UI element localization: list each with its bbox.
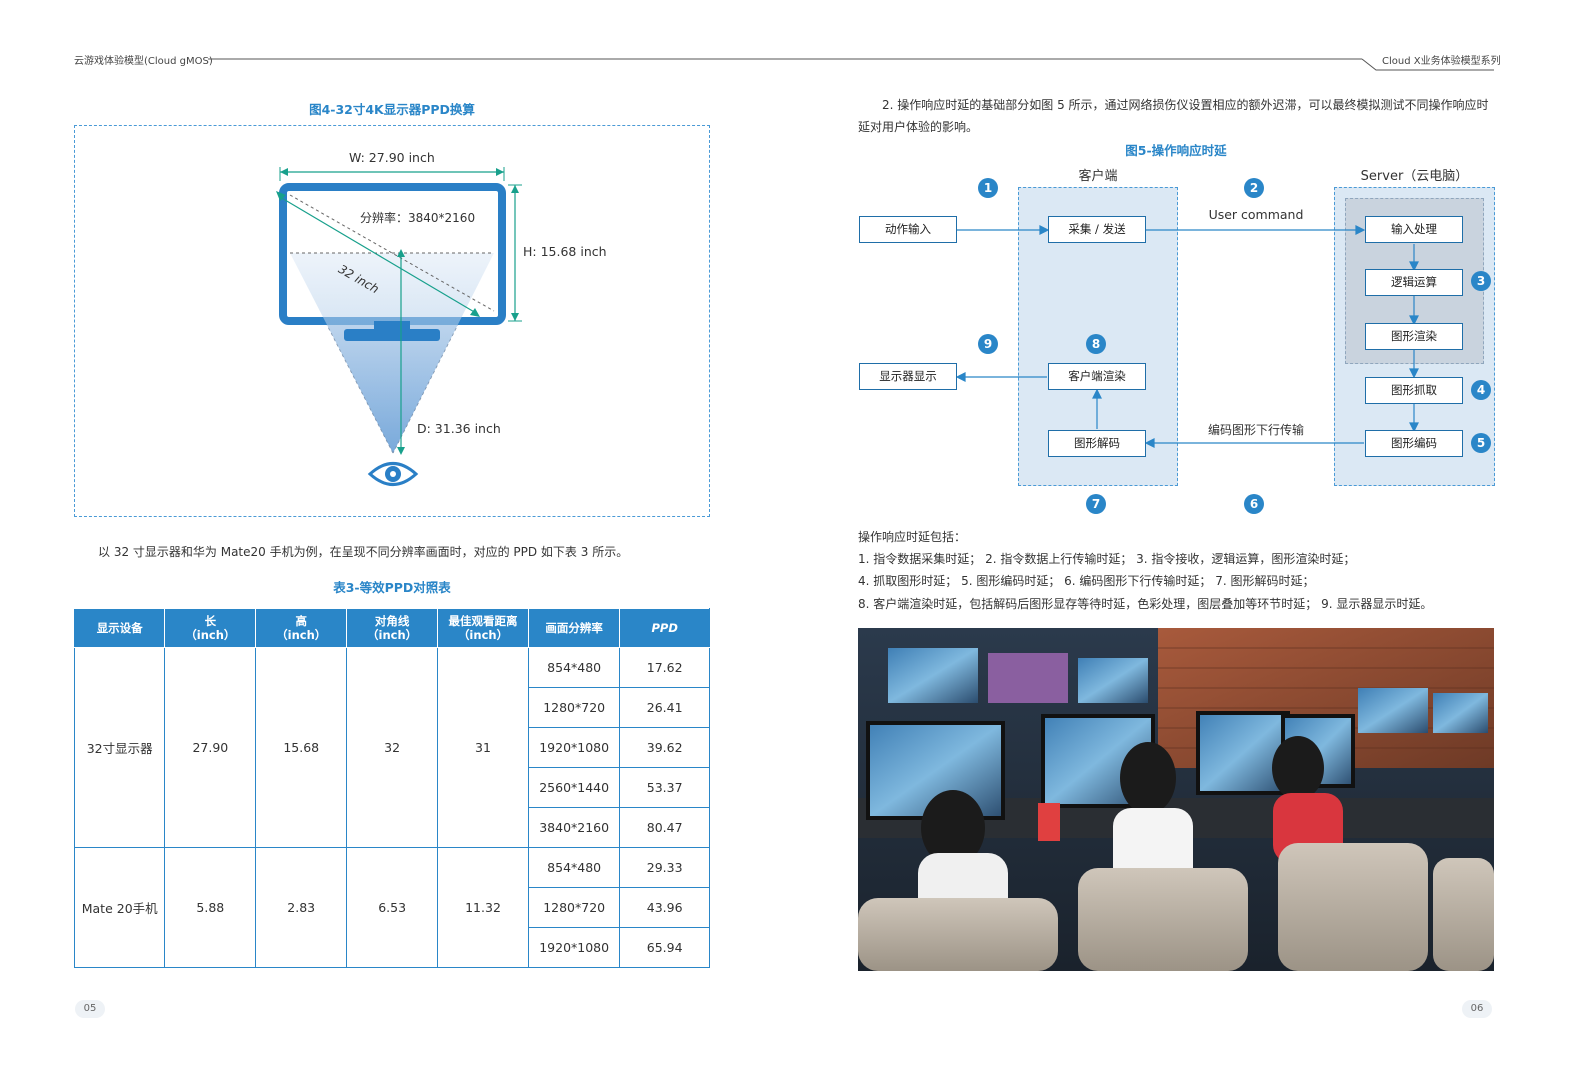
table-row: 1920*1080 65.94 <box>75 927 710 968</box>
header-rule <box>208 58 1494 71</box>
cell-ppd: 65.94 <box>619 927 710 968</box>
client-render-box: 客户端渲染 <box>1048 363 1146 390</box>
step-badge-5: 5 <box>1471 433 1491 453</box>
graphic-decode-box: 图形解码 <box>1048 430 1146 457</box>
height-label: H: 15.68 inch <box>523 244 607 259</box>
gaming-cafe-photo <box>858 628 1494 971</box>
width-label: W: 27.90 inch <box>349 150 435 165</box>
step-badge-8: 8 <box>1086 334 1106 354</box>
latency-line-2: 4. 抓取图形时延； 5. 图形编码时延； 6. 编码图形下行传输时延； 7. … <box>858 574 1315 588</box>
step-badge-3: 3 <box>1471 271 1491 291</box>
step-badge-1: 1 <box>978 178 998 198</box>
diagram-arrows <box>955 225 1419 448</box>
header-distance: 最佳观看距离（inch） <box>437 608 529 648</box>
right-header-title: Cloud X业务体验模型系列 <box>1382 56 1501 67</box>
action-input-box: 动作输入 <box>859 216 957 243</box>
header-length: 长（inch） <box>164 608 257 648</box>
downlink-label: 编码图形下行传输 <box>1207 423 1304 437</box>
collect-send-box: 采集 / 发送 <box>1048 216 1146 243</box>
cell-resolution: 1280*720 <box>527 887 621 928</box>
table-header-row: 显示设备 长（inch） 高（inch） 对角线（inch） 最佳观看距离（in… <box>73 608 710 648</box>
table3-caption: 表3-等效PPD对照表 <box>333 580 451 595</box>
cell-ppd: 26.41 <box>619 687 710 728</box>
graphic-capture-box: 图形抓取 <box>1365 377 1463 404</box>
cell-height: 15.68 <box>255 647 348 848</box>
cell-diagonal: 32 <box>346 647 439 848</box>
header-diagonal: 对角线（inch） <box>346 608 439 648</box>
left-header-title: 云游戏体验模型(Cloud gMOS) <box>74 56 213 67</box>
table-row: Mate 20手机 5.88 2.83 6.53 11.32 854*480 2… <box>73 847 710 968</box>
table-row: 3840*2160 80.47 <box>75 807 710 848</box>
table-row: 1280*720 43.96 <box>75 887 710 928</box>
cell-distance: 31 <box>437 647 529 848</box>
cell-resolution: 1920*1080 <box>527 727 621 768</box>
header-resolution: 画面分辨率 <box>527 608 621 648</box>
figure4-frame <box>74 125 710 517</box>
table-intro-text: 以 32 寸显示器和华为 Mate20 手机为例，在呈现不同分辨率画面时，对应的… <box>98 545 629 559</box>
resolution-label: 分辨率：3840*2160 <box>360 211 476 225</box>
cell-distance: 11.32 <box>437 847 529 968</box>
cell-resolution: 3840*2160 <box>527 807 621 848</box>
cell-height: 2.83 <box>255 847 348 968</box>
input-process-box: 输入处理 <box>1365 216 1463 243</box>
user-command-label: User command <box>1208 207 1304 222</box>
display-show-box: 显示器显示 <box>859 363 957 390</box>
cell-ppd: 17.62 <box>619 647 710 688</box>
cell-resolution: 854*480 <box>527 647 621 688</box>
cell-ppd: 53.37 <box>619 767 710 808</box>
server-title: Server（云电脑） <box>1360 169 1469 184</box>
cell-diagonal: 6.53 <box>346 847 439 968</box>
cell-ppd: 39.62 <box>619 727 710 768</box>
step-badge-7: 7 <box>1086 494 1106 514</box>
graphic-render-box: 图形渲染 <box>1365 323 1463 350</box>
header-height: 高（inch） <box>255 608 348 648</box>
cell-resolution: 854*480 <box>527 847 621 888</box>
monitor-diagram <box>276 167 522 486</box>
figure5-caption: 图5-操作响应时延 <box>1125 143 1227 158</box>
graphic-encode-box: 图形编码 <box>1365 430 1463 457</box>
step-badge-4: 4 <box>1471 380 1491 400</box>
header-ppd: PPD <box>619 608 710 648</box>
latency-heading: 操作响应时延包括： <box>858 530 967 544</box>
table-row: 1920*1080 39.62 <box>75 727 710 768</box>
latency-line-3: 8. 客户端渲染时延，包括解码后图形显存等待时延，色彩处理，图层叠加等环节时延；… <box>858 597 1433 611</box>
cell-device: 32寸显示器 <box>73 647 166 848</box>
table-row: 1280*720 26.41 <box>75 687 710 728</box>
distance-label: D: 31.36 inch <box>417 421 501 436</box>
step-badge-9: 9 <box>978 334 998 354</box>
client-title: 客户端 <box>1078 169 1118 184</box>
cell-ppd: 43.96 <box>619 887 710 928</box>
step-badge-6: 6 <box>1244 494 1264 514</box>
right-page-number: 06 <box>1462 1000 1492 1018</box>
header-device: 显示设备 <box>73 608 166 648</box>
cell-ppd: 29.33 <box>619 847 710 888</box>
figure4-caption: 图4-32寸4K显示器PPD换算 <box>309 102 475 117</box>
logic-compute-box: 逻辑运算 <box>1365 269 1463 296</box>
cell-resolution: 1920*1080 <box>527 927 621 968</box>
left-page-number: 05 <box>75 1000 105 1018</box>
cell-device: Mate 20手机 <box>73 847 166 968</box>
step-badge-2: 2 <box>1244 178 1264 198</box>
latency-line-1: 1. 指令数据采集时延； 2. 指令数据上行传输时延； 3. 指令接收，逻辑运算… <box>858 552 1356 566</box>
cell-ppd: 80.47 <box>619 807 710 848</box>
cell-resolution: 1280*720 <box>527 687 621 728</box>
table-row: 32寸显示器 27.90 15.68 32 31 854*480 17.62 <box>73 647 710 848</box>
right-intro-text: 2. 操作响应时延的基础部分如图 5 所示，通过网络损伤仪设置相应的额外迟滞，可… <box>858 98 1489 134</box>
cell-length: 5.88 <box>164 847 257 968</box>
table-row: 2560*1440 53.37 <box>75 767 710 808</box>
eye-icon <box>367 462 419 486</box>
ppd-table: 显示设备 长（inch） 高（inch） 对角线（inch） 最佳观看距离（in… <box>73 608 710 968</box>
cell-resolution: 2560*1440 <box>527 767 621 808</box>
cell-length: 27.90 <box>164 647 257 848</box>
